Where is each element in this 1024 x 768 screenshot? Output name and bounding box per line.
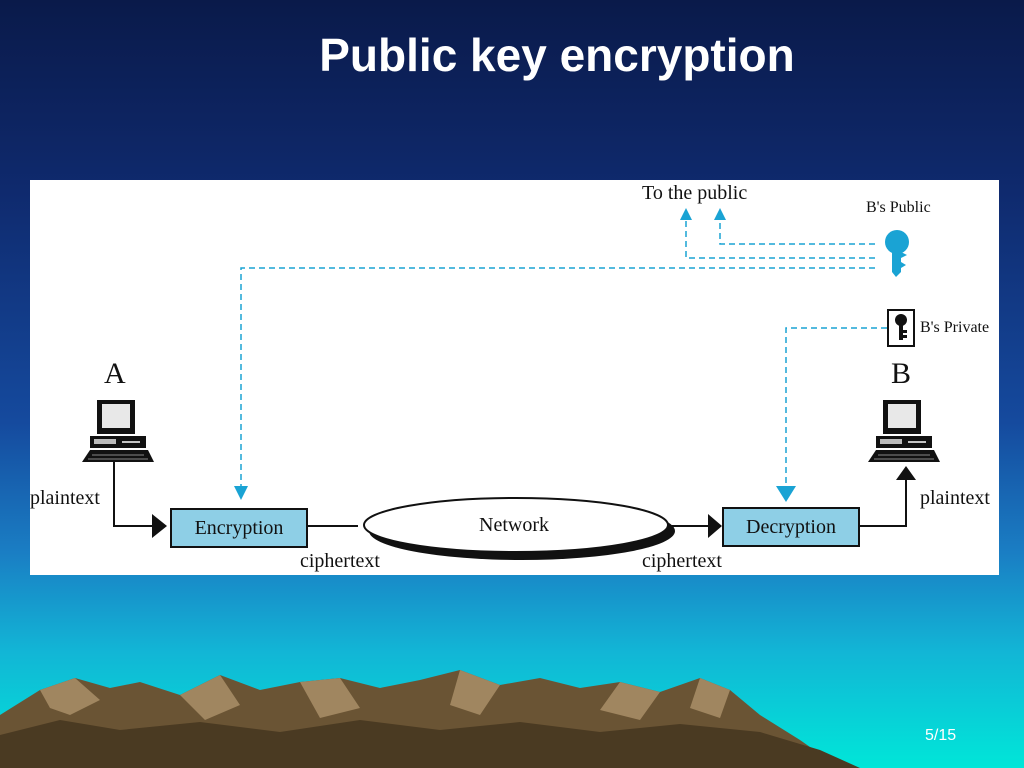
diagram-panel: To the public B's Public B's Private A B… xyxy=(30,180,999,575)
encryption-box: Encryption xyxy=(170,508,308,548)
decryption-box: Decryption xyxy=(722,507,860,547)
diagram-lines xyxy=(82,208,940,560)
b-public-label: B's Public xyxy=(866,199,931,216)
node-b-label: B xyxy=(891,357,912,390)
ciphertext-right-label: ciphertext xyxy=(642,550,722,572)
slide-title: Public key encryption xyxy=(319,29,795,81)
black-arrowheads xyxy=(152,466,916,538)
private-key-icon xyxy=(887,309,915,347)
b-private-label: B's Private xyxy=(920,319,990,336)
node-a-label: A xyxy=(104,357,126,390)
page-number: 5/15 xyxy=(925,727,957,744)
computer-icon-a xyxy=(82,400,154,462)
public-key-lines xyxy=(240,210,887,492)
network-label: Network xyxy=(479,514,549,536)
plaintext-right-label: plaintext xyxy=(920,487,990,509)
blue-arrowheads xyxy=(234,208,796,502)
flow-lines xyxy=(113,462,907,527)
mountain-range-decoration xyxy=(0,670,860,768)
ciphertext-left-label: ciphertext xyxy=(300,550,380,572)
network-ellipse xyxy=(363,497,669,553)
public-key-icon xyxy=(885,230,909,277)
plaintext-left-label: plaintext xyxy=(30,487,100,509)
to-public-label: To the public xyxy=(642,182,748,204)
computer-icon-b xyxy=(868,400,940,462)
